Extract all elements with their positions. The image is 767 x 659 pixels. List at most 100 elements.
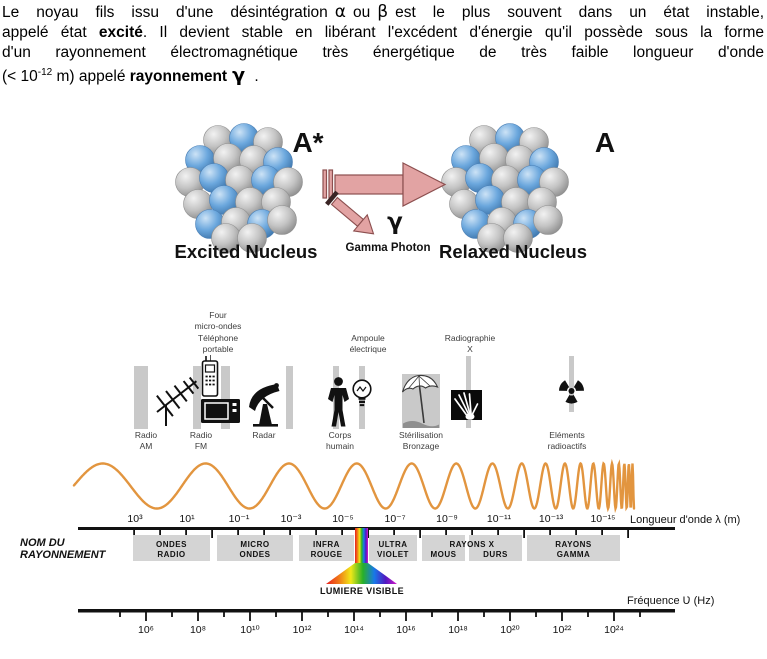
gamma-photon-arrow [325,190,375,235]
gamma-decay-diagram: A* A γ Gamma Photon Excited Nucleus Rela… [175,123,615,262]
band-ondes-radio: ONDES [156,540,187,549]
paragraph-text: ou [353,4,371,21]
svg-text:10¹⁴: 10¹⁴ [344,624,364,636]
svg-text:10¹²: 10¹² [293,624,312,636]
radiographie-top-label: Radiographie X [445,333,496,354]
svg-text:10⁸: 10⁸ [190,624,206,636]
paragraph-text: m) appelé [52,68,130,86]
microwave-oven-icon [201,399,240,423]
gamma-photon-label: Gamma Photon [346,242,431,254]
alpha-symbol: α [334,2,347,22]
frequency-axis-ticks: 10⁶ 10⁸ 10¹⁰ 10¹² 10¹⁴ 10¹⁶ 10¹⁸ 10²⁰ 10²² 10²⁴ [119,611,641,636]
svg-text:10⁻³: 10⁻³ [281,513,302,525]
intro-paragraph: Le noyau fils issu d'une désintégration α… [2,2,764,87]
human-figure-icon [328,377,349,427]
svg-text:10¹⁶: 10¹⁶ [396,624,416,636]
row-label: NOM DU [20,537,66,549]
band-ondes-radio: RADIO [157,550,185,559]
svg-text:10²⁴: 10²⁴ [604,624,624,636]
svg-text:10⁶: 10⁶ [138,624,154,636]
radioactive-icon [559,380,584,404]
radio-fm-caption: FM [195,441,207,451]
band-infra-rouge: ROUGE [311,550,343,559]
paragraph-text: appelé état [2,24,99,41]
paragraph-text: (< 10 [2,68,38,86]
em-spectrum-diagram: Four micro-ondes Téléphone portable Ampo… [20,310,740,636]
corps-caption: Corps [329,430,352,440]
visible-light-label: LUMIERE VISIBLE [320,586,404,596]
svg-text:10¹: 10¹ [179,513,195,525]
band-micro-ondes: MICRO [240,540,269,549]
svg-text:10⁻¹³: 10⁻¹³ [539,513,564,525]
svg-text:10⁻¹: 10⁻¹ [229,513,250,525]
ampoule-top-label: Ampoule électrique [350,333,387,354]
radar-caption: Radar [252,430,275,440]
svg-text:X: X [467,344,473,354]
gamma-symbol: γ [387,209,403,235]
band-ultra-violet: VIOLET [377,550,409,559]
mobile-phone-icon [201,356,219,397]
svg-text:électrique: électrique [350,344,387,354]
paragraph-text: est le plus souvent dans un état instabl… [395,4,765,21]
svg-text:10²²: 10²² [553,624,572,636]
paragraph-text: . Il devient stable en libérant l'excéde… [142,24,765,41]
svg-text:10⁻¹⁵: 10⁻¹⁵ [590,513,615,525]
sterilisation-caption: Stérilisation [399,430,443,440]
elements-caption: Eléments [549,430,584,440]
svg-text:10⁻¹¹: 10⁻¹¹ [487,513,512,525]
exponent-text: -12 [37,67,53,78]
gamma-symbol-inline: γ [232,64,246,87]
rayonnement-bold: rayonnement [129,68,228,86]
svg-text:10³: 10³ [127,513,143,525]
frequency-axis-label: Fréquence Ʋ (Hz) [627,595,714,607]
wavelength-axis-label: Longueur d'onde λ (m) [630,514,740,526]
icon-captions: Radio AM Radio FM Radar Corps humain Sté… [135,430,586,451]
wavelength-axis-line [78,527,675,530]
svg-text:Téléphone: Téléphone [198,333,238,343]
band-rayons-x-durs: DURS [483,550,508,559]
radio-am-caption: AM [140,441,153,451]
band-infra-rouge: INFRA [313,540,340,549]
light-bulb-icon [352,379,372,407]
svg-text:10⁻⁹: 10⁻⁹ [436,513,458,525]
radiation-bands: ONDES RADIO MICRO ONDES INFRA ROUGE ULTR… [133,535,620,561]
radio-fm-caption: Radio [190,430,212,440]
band-micro-ondes: ONDES [240,550,271,559]
svg-text:Ampoule: Ampoule [351,333,385,343]
sterilisation-caption: Bronzage [403,441,440,451]
band-rayons-gamma: GAMMA [557,550,591,559]
band-ultra-violet: ULTRA [378,540,407,549]
visible-light-marker: LUMIERE VISIBLE [320,528,404,596]
svg-text:portable: portable [203,344,234,354]
excited-nucleus-symbol: A* [292,127,323,158]
micro-ondes-top-label: Four micro-ondes Téléphone portable [195,310,242,363]
svg-text:10¹⁰: 10¹⁰ [240,624,260,636]
band-rayons-gamma: RAYONS [555,540,592,549]
radio-am-antenna-icon [156,376,200,426]
paragraph-text: Le noyau fils issu d'une désintégration [2,4,328,21]
svg-text:10⁻⁷: 10⁻⁷ [384,513,405,525]
paragraph-lines-justified: Le noyau fils issu d'une désintégration α… [2,2,764,63]
band-rayons-x-mous: MOUS [431,550,457,559]
gamma-emission-arrow [322,162,447,207]
excited-nucleus-caption: Excited Nucleus [175,241,318,262]
frequency-axis-line [78,609,675,613]
radar-dish-icon [249,383,280,427]
svg-text:micro-ondes: micro-ondes [195,321,242,331]
svg-text:10⁻⁵: 10⁻⁵ [332,513,354,525]
excited-nucleus-illustration [175,123,303,253]
radio-am-caption: Radio [135,430,157,440]
paragraph-text: . [250,68,259,86]
em-wave-path [72,458,636,514]
relaxed-nucleus-caption: Relaxed Nucleus [439,241,587,262]
excite-bold: excité [98,24,143,41]
beach-umbrella-photo [401,374,440,428]
svg-text:10²⁰: 10²⁰ [500,624,520,636]
svg-text:Radiographie: Radiographie [445,333,496,343]
relaxed-nucleus-symbol: A [595,127,615,158]
svg-text:10¹⁸: 10¹⁸ [448,624,468,636]
beta-symbol: β [377,2,389,22]
wavelength-axis-ticks: 10³ 10¹ 10⁻¹ 10⁻³ 10⁻⁵ 10⁻⁷ 10⁻⁹ 10⁻¹¹ 10⁻¹³ 10⁻¹… [127,513,629,538]
row-label: RAYONNEMENT [20,549,107,561]
